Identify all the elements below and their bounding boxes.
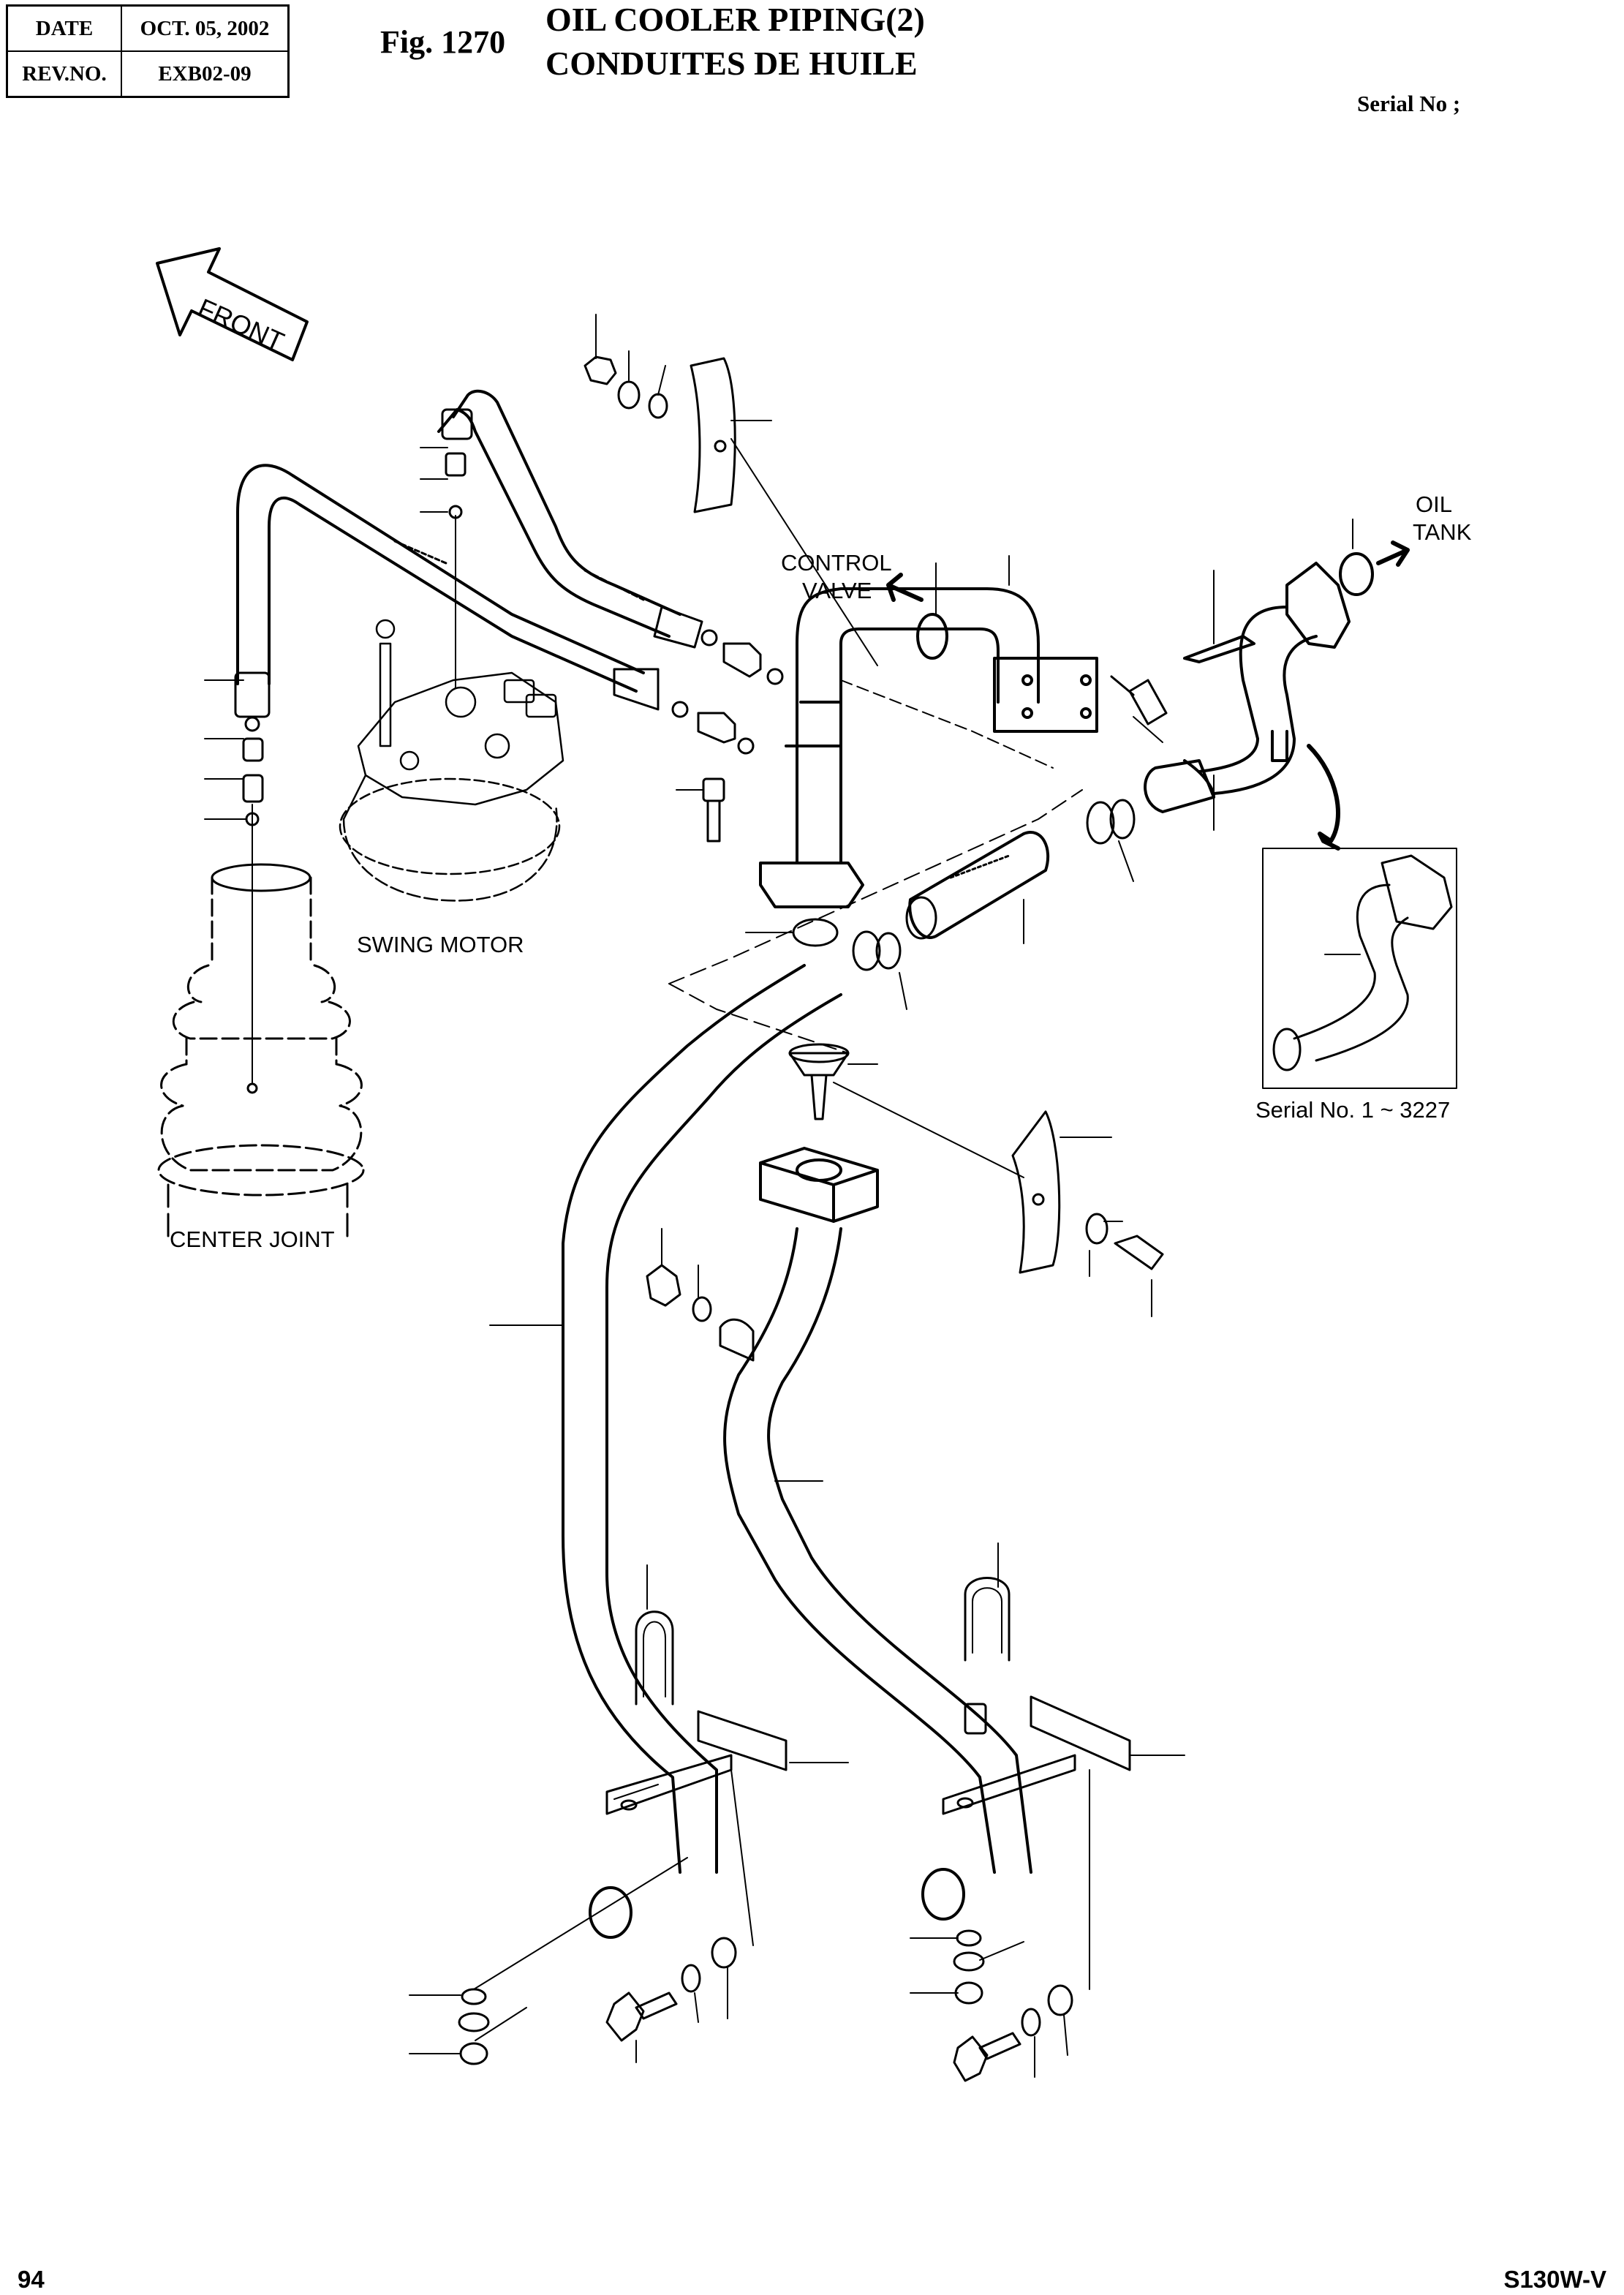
oil-tank-label-1: OIL	[1416, 491, 1452, 517]
control-valve-arrow	[886, 573, 924, 602]
header-info-table: DATE OCT. 05, 2002 REV.NO. EXB02-09	[6, 4, 290, 98]
oil-tank-label-2: TANK	[1413, 519, 1472, 545]
swing-motor	[339, 619, 564, 902]
lower-flange-block	[759, 1147, 879, 1223]
control-valve-label-2: VALVE	[802, 578, 872, 603]
bolts	[676, 675, 1168, 843]
hose-center-to-swing	[234, 464, 660, 718]
inset-box	[1262, 848, 1457, 1089]
hose-upper	[437, 389, 703, 649]
top-bracket-hardware	[583, 314, 878, 666]
clamps-and-hose	[745, 799, 1136, 1010]
figure-number: Fig. 1270	[380, 24, 506, 60]
lower-right-hardware	[910, 1769, 1090, 2082]
model-number: S130W-V	[1503, 2266, 1606, 2293]
title-english: OIL COOLER PIPING(2)	[545, 1, 925, 38]
oil-tank-arrow	[1376, 540, 1410, 567]
swing-motor-fittings	[420, 447, 784, 755]
reference-lines	[668, 789, 1083, 1054]
strainer	[788, 1043, 1024, 1178]
control-valve-pipe	[759, 587, 1098, 908]
date-value: OCT. 05, 2002	[121, 4, 290, 52]
lower-right-bracket	[921, 1542, 1185, 1921]
center-joint	[157, 679, 365, 1245]
lower-pipes	[489, 964, 1032, 1874]
center-joint-label: CENTER JOINT	[170, 1226, 335, 1252]
revision-value: EXB02-09	[121, 50, 290, 98]
title-french: CONDUITES DE HUILE	[545, 45, 918, 82]
swing-motor-label: SWING MOTOR	[357, 932, 524, 957]
inset-serial-label: Serial No. 1 ~ 3227	[1255, 1097, 1450, 1123]
right-bracket-hardware	[1011, 1110, 1164, 1317]
front-arrow: FRONT	[156, 247, 309, 361]
revision-label: REV.NO.	[6, 50, 122, 98]
serial-number-label: Serial No ;	[1357, 91, 1461, 116]
page-number: 94	[18, 2266, 45, 2293]
control-valve-label-1: CONTROL	[781, 550, 892, 576]
inset-pointer-arrow	[1307, 744, 1340, 851]
lower-plug	[646, 1228, 755, 1362]
oil-tank-pipe	[1144, 519, 1374, 831]
date-label: DATE	[6, 4, 122, 52]
lower-left-hardware	[409, 1769, 754, 2065]
